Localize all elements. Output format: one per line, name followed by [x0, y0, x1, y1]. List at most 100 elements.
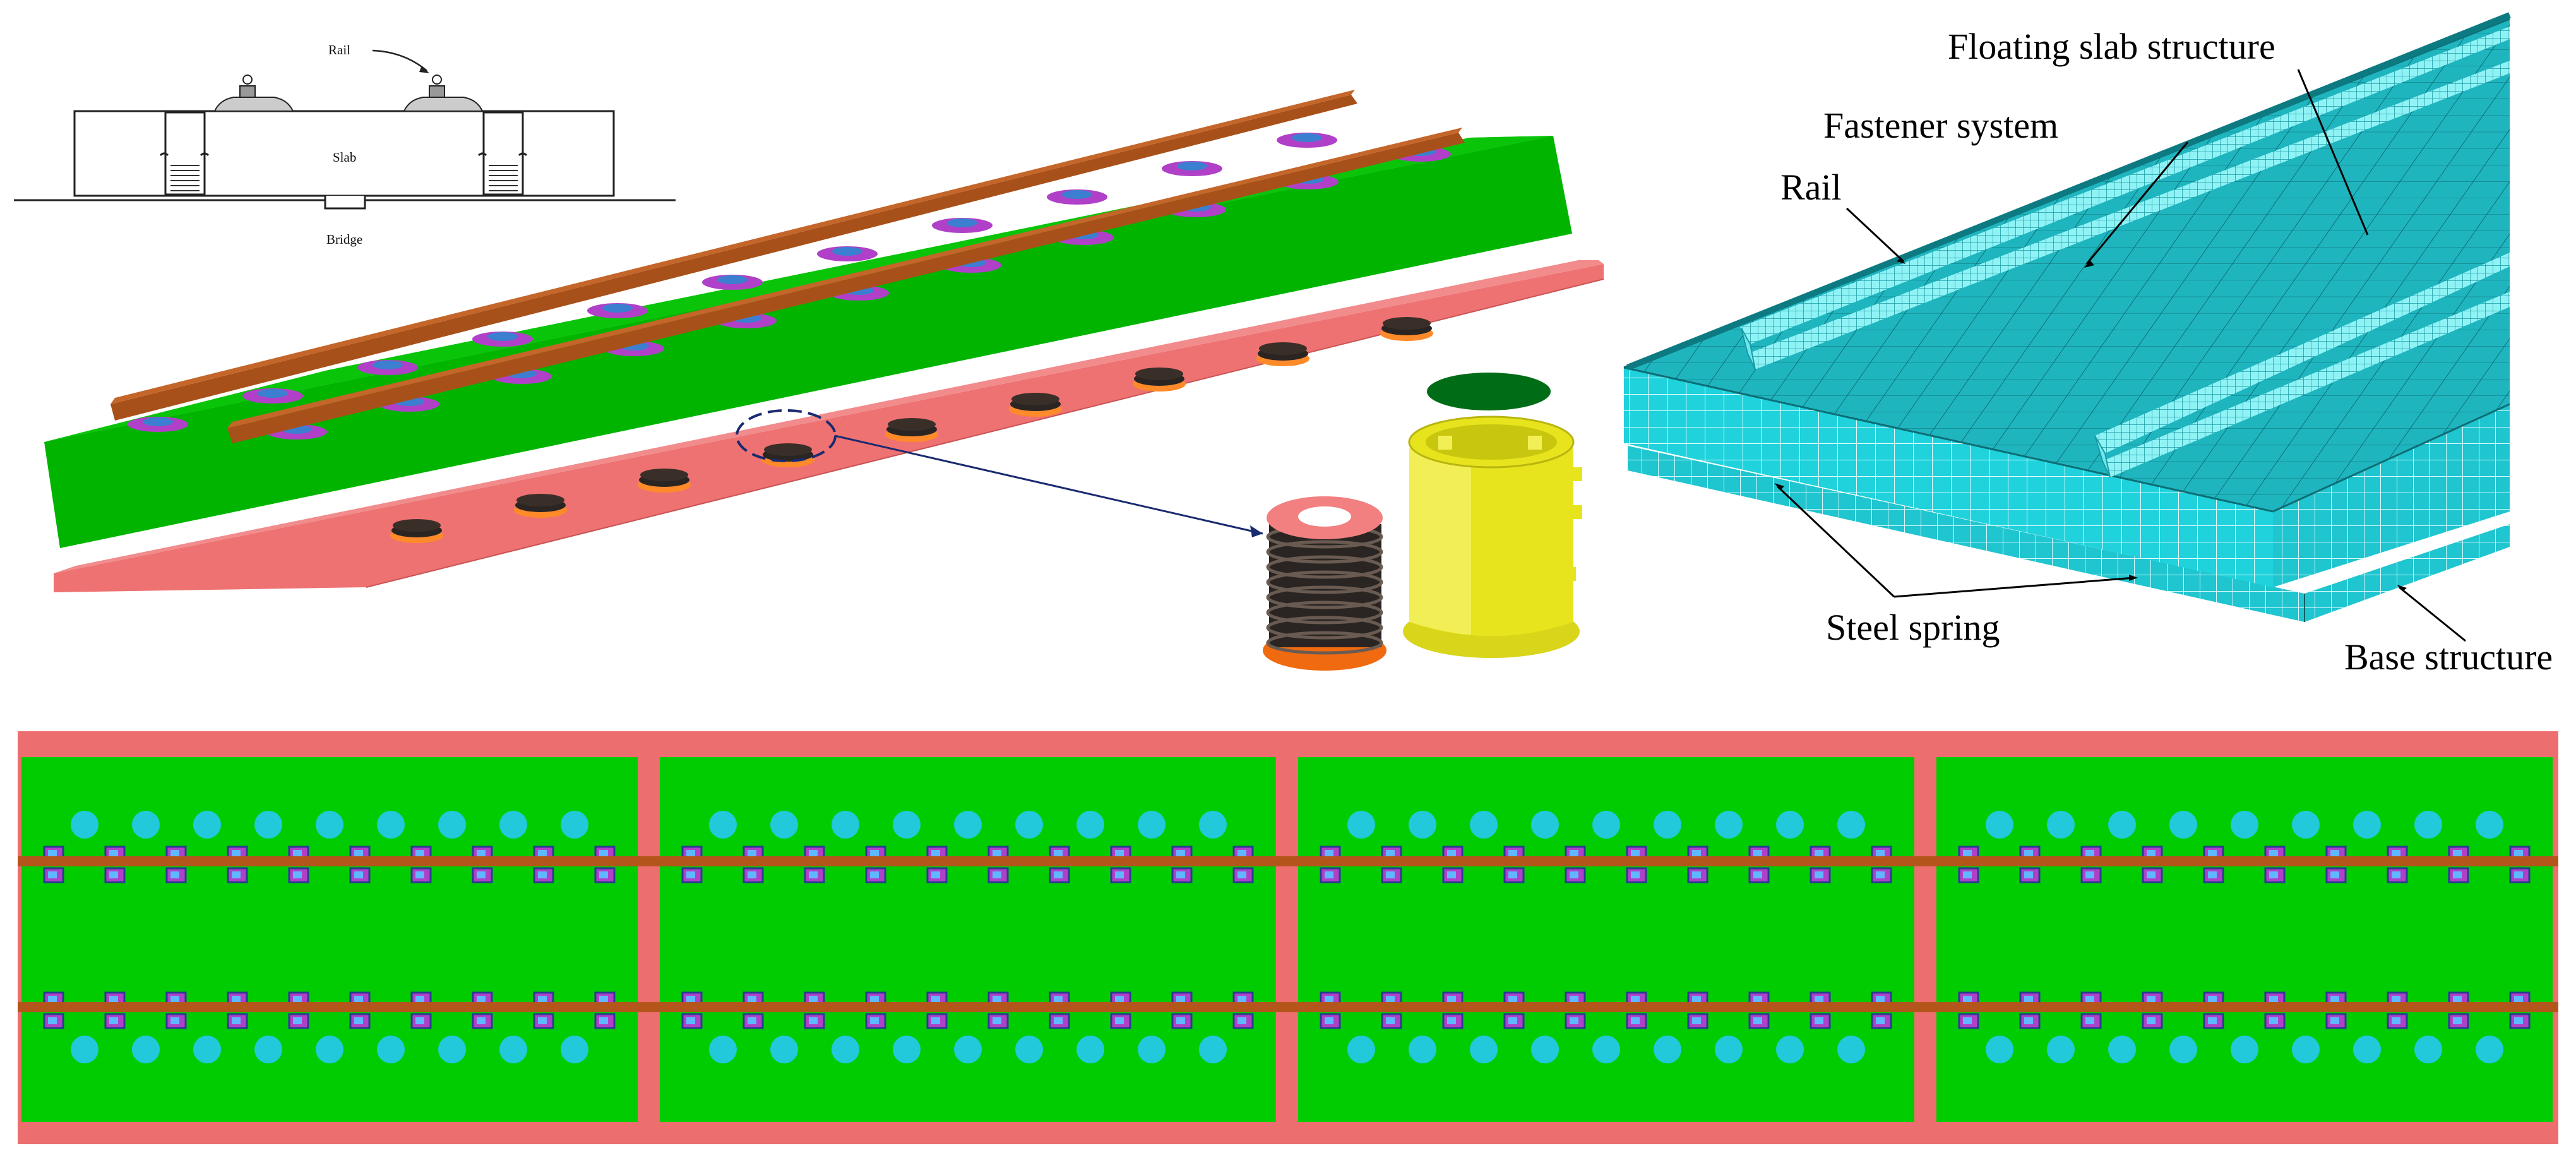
fem-label-steel-spring: Steel spring: [1826, 607, 2000, 648]
spring-hole: [1199, 811, 1227, 839]
plan-rail-upper: [18, 856, 2558, 866]
slab-track-3d-model: [44, 90, 1604, 671]
fem-label-floating-slab: Floating slab structure: [1948, 26, 2275, 67]
spring-hole: [2353, 811, 2381, 839]
plan-slab: [660, 757, 1276, 1122]
schematic-label-slab: Slab: [333, 150, 356, 165]
spring-hole: [132, 811, 160, 839]
spring-hole: [954, 811, 982, 839]
spring-hole: [71, 811, 98, 839]
spring-hole: [1776, 811, 1804, 839]
schematic-cross-section: Rail Slab Bridge: [14, 42, 676, 247]
spring-hole: [2047, 811, 2075, 839]
schematic-rail-leader: [372, 49, 427, 71]
spring-hole: [709, 811, 737, 839]
spring-hole: [1654, 811, 1681, 839]
spring-hole: [132, 1036, 160, 1063]
spring-hole: [770, 811, 798, 839]
spring-hole: [2476, 811, 2503, 839]
spring-hole: [2292, 1036, 2320, 1063]
schematic-fastener-right: [403, 75, 484, 112]
spring-coil: [1266, 540, 1383, 564]
spring-hole: [499, 811, 527, 839]
spring-coil: [1266, 555, 1383, 579]
spring-hole: [438, 1036, 466, 1063]
housing-cover-plate: [1427, 373, 1551, 410]
spring-hole: [1837, 811, 1865, 839]
spring-hole: [954, 1036, 982, 1063]
spring-hole: [1776, 1036, 1804, 1063]
spring-hole: [254, 811, 282, 839]
spring-hole: [2231, 811, 2258, 839]
spring-hole: [1199, 1036, 1227, 1063]
spring-hole: [1076, 811, 1104, 839]
spring-hole: [2414, 811, 2442, 839]
spring-hole: [193, 1036, 221, 1063]
spring-hole: [1592, 1036, 1620, 1063]
plan-rail-lower: [18, 1002, 2558, 1012]
fem-label-base: Base structure: [2344, 637, 2553, 678]
spring-hole: [2292, 811, 2320, 839]
spring-hole: [1986, 811, 2013, 839]
spring-hole: [1347, 1036, 1375, 1063]
spring-hole: [2231, 1036, 2258, 1063]
spring-hole: [1592, 811, 1620, 839]
spring-hole: [1015, 1036, 1043, 1063]
spring-hole: [1654, 1036, 1681, 1063]
rails-3d: [110, 90, 1465, 443]
spring-hole: [561, 811, 588, 839]
spring-hole: [2108, 811, 2136, 839]
spring-hole: [193, 811, 221, 839]
spring-hole: [1409, 811, 1436, 839]
spring-hole: [1138, 811, 1166, 839]
spring-hole: [1076, 1036, 1104, 1063]
fem-leaders: [1774, 69, 2466, 642]
plan-slab: [1298, 757, 1914, 1122]
spring-hole: [709, 1036, 737, 1063]
spring-coil: [1266, 585, 1383, 609]
fem-label-rail: Rail: [1780, 167, 1842, 208]
spring-coil: [1266, 601, 1383, 625]
spring-hole: [1138, 1036, 1166, 1063]
fem-model: Floating slab structure Fastener system …: [1623, 12, 2553, 678]
fem-label-fastener: Fastener system: [1823, 105, 2058, 146]
spring-hole: [1470, 1036, 1498, 1063]
slab-shear-key: [324, 196, 366, 210]
spring-zoom-leader: [834, 434, 1263, 535]
spring-hole: [893, 811, 921, 839]
plan-slab: [21, 757, 638, 1122]
spring-hole: [1409, 1036, 1436, 1063]
spring-hole: [254, 1036, 282, 1063]
schematic-spring-left: [159, 111, 210, 196]
spring-hole: [71, 1036, 98, 1063]
fem-base-layer: [1628, 446, 2510, 622]
spring-hole: [1015, 811, 1043, 839]
spring-housing-detail: [1403, 373, 1582, 658]
schematic-label-bridge: Bridge: [326, 232, 362, 247]
spring-hole: [1531, 811, 1559, 839]
spring-hole: [377, 811, 405, 839]
plan-slabs: [18, 757, 2558, 1122]
spring-coil: [1266, 616, 1383, 640]
spring-hole: [2414, 1036, 2442, 1063]
spring-hole: [832, 811, 859, 839]
spring-hole: [2169, 811, 2197, 839]
spring-hole: [832, 1036, 859, 1063]
spring-hole: [1470, 811, 1498, 839]
schematic-fastener-left: [213, 75, 294, 112]
spring-hole: [316, 1036, 343, 1063]
fem-rails: [1740, 27, 2510, 478]
spring-hole: [2108, 1036, 2136, 1063]
spring-hole: [561, 1036, 588, 1063]
spring-hole: [1715, 811, 1743, 839]
spring-hole: [2476, 1036, 2503, 1063]
spring-hole: [1986, 1036, 2013, 1063]
spring-coil: [1266, 631, 1383, 655]
plan-view: [18, 731, 2558, 1144]
schematic-spring-right: [477, 111, 528, 196]
spring-hole: [1837, 1036, 1865, 1063]
spring-coil: [1266, 570, 1383, 594]
fem-rail-edge: [1626, 12, 2511, 371]
spring-hole: [316, 811, 343, 839]
